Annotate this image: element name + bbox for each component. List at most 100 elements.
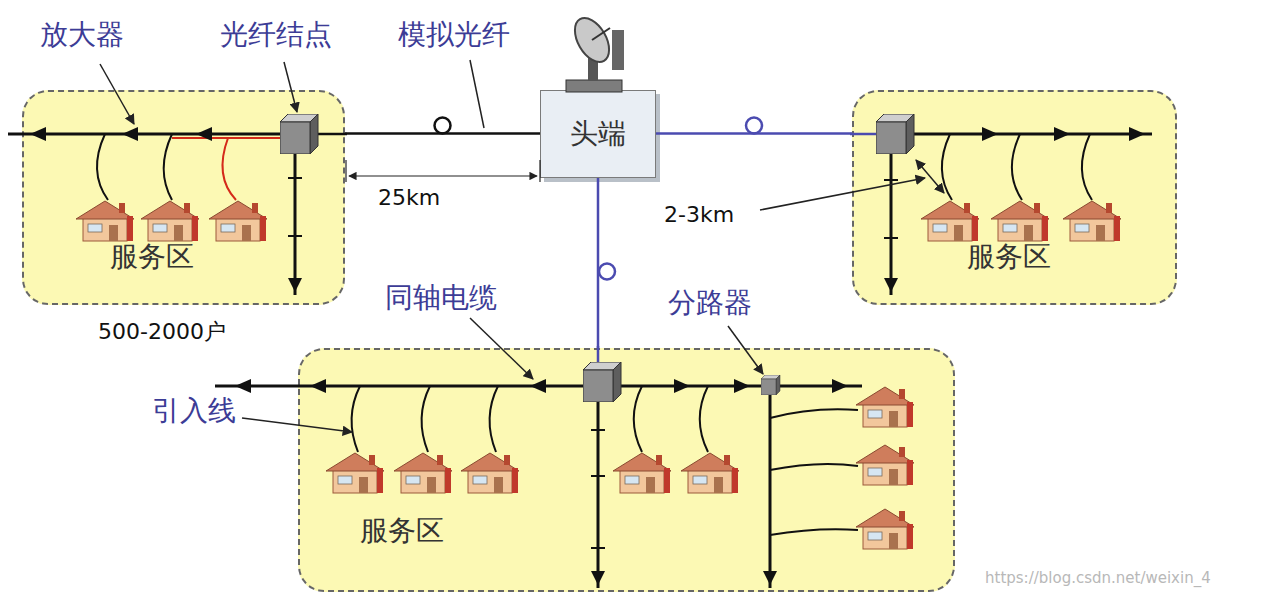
amplifier-tick [288, 177, 302, 179]
area-title: 服务区 [360, 516, 444, 547]
leader-line [284, 62, 297, 112]
dimension-line [345, 160, 346, 182]
callout-label: 放大器 [40, 20, 124, 51]
house [856, 387, 914, 427]
house [461, 453, 519, 493]
arrowheads [1129, 127, 1145, 141]
leader-line [242, 418, 352, 432]
fiber-node-cube [583, 362, 621, 402]
house [856, 445, 914, 485]
drop-cable [1082, 134, 1092, 200]
fiber-loop [435, 118, 451, 134]
leader-line [760, 178, 925, 210]
satellite-dish [612, 30, 624, 70]
fiber-stub [318, 133, 347, 136]
leader-line [728, 326, 763, 374]
arrowheads [674, 379, 690, 393]
house [76, 201, 134, 241]
house [326, 453, 384, 493]
house [1063, 201, 1121, 241]
head-end-box: 头端 [540, 90, 656, 178]
callout-label: 引入线 [152, 396, 236, 427]
arrowheads [196, 127, 212, 141]
dimension-label: 2-3km [664, 203, 734, 227]
highlight-path [222, 138, 236, 200]
fiber-node-cube [280, 114, 318, 154]
drop-cable [164, 134, 172, 200]
house [921, 201, 979, 241]
drop-cable [700, 386, 708, 452]
satellite-dish [566, 80, 622, 92]
fiber-node-cube [876, 114, 914, 154]
coax-cable [8, 134, 1152, 588]
satellite-dish [592, 28, 610, 40]
drop-cable [97, 134, 1092, 535]
highlight-path [172, 137, 280, 139]
fiber-connector [598, 178, 615, 348]
area-title: 服务区 [110, 242, 194, 273]
drop-cable [942, 134, 952, 200]
box-title: 头端 [570, 119, 626, 150]
house [681, 453, 739, 493]
leader-line [470, 60, 484, 128]
arrowheads [982, 127, 998, 141]
fiber-line [597, 178, 600, 348]
arrowheads [591, 571, 605, 585]
fiber-node-cube [280, 114, 914, 402]
amplifier-tick [591, 475, 605, 477]
callout-label: 分路器 [668, 288, 752, 319]
amplifier-tick [288, 235, 302, 237]
drop-cable [634, 386, 642, 452]
arrowheads [288, 278, 302, 292]
fiber-connector [656, 118, 852, 134]
house [394, 453, 452, 493]
fiber-loop [746, 118, 762, 134]
arrowheads [530, 379, 546, 393]
amplifier-tick [884, 237, 898, 239]
coax-cable [294, 154, 297, 295]
arrowheads [235, 379, 251, 393]
house [613, 453, 671, 493]
dimension-label: 25km [378, 186, 440, 210]
house [141, 201, 199, 241]
area-title: 服务区 [967, 242, 1051, 273]
amplifier-tick [884, 179, 898, 181]
arrowheads [122, 127, 138, 141]
fiber-stub [850, 133, 878, 136]
arrowheads [734, 379, 750, 393]
coax-cable [769, 394, 772, 588]
drop-cable [1012, 134, 1022, 200]
splitter [761, 375, 780, 395]
callout-label: 同轴电缆 [385, 283, 497, 314]
satellite-dish [568, 12, 616, 68]
fiber-stub [318, 134, 878, 366]
note-label: 500-2000户 [98, 320, 226, 344]
splitter [761, 375, 780, 395]
callout-label: 模拟光纤 [398, 20, 510, 51]
watermark: https://blog.csdn.net/weixin_4 [985, 570, 1211, 587]
arrowheads [832, 379, 848, 393]
satellite-dish [566, 12, 624, 92]
dimension-line [349, 175, 537, 176]
drop-cable [770, 464, 858, 470]
arrowheads [1054, 127, 1070, 141]
arrowheads [310, 379, 326, 393]
leader-line [100, 60, 944, 432]
callout-label: 光纤结点 [220, 20, 332, 51]
amplifier-tick [591, 547, 605, 549]
leader-line [100, 64, 134, 124]
drop-cable [490, 386, 499, 452]
arrowheads [30, 127, 46, 141]
arrowheads [30, 127, 1145, 585]
coax-cable [890, 154, 893, 295]
drop-cable [352, 386, 361, 452]
amplifier-tick [288, 178, 898, 548]
fiber-loop [599, 264, 615, 280]
highlight-path [172, 138, 280, 200]
arrowheads [763, 571, 777, 585]
